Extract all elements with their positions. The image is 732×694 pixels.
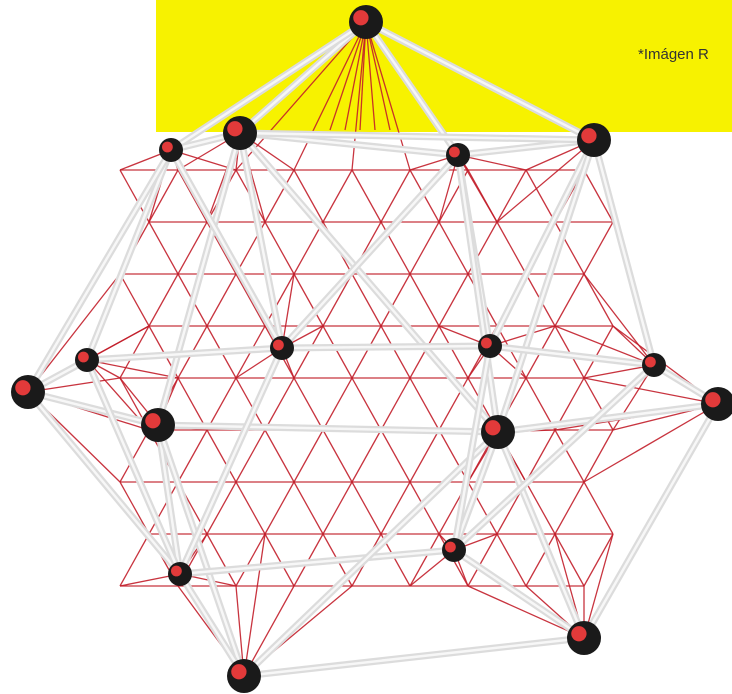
rope-segment (323, 326, 352, 378)
rope-segment (410, 430, 439, 482)
frame-strut-highlight (180, 348, 282, 574)
rope-segment (555, 274, 584, 326)
rope-segment (294, 482, 323, 534)
rope-segment (381, 378, 410, 430)
connector-ball (642, 353, 666, 377)
rope-segment (236, 274, 265, 326)
connector-ball (349, 5, 383, 39)
rope-segment (410, 222, 439, 274)
rope-segment (584, 534, 613, 586)
rope-segment (265, 378, 294, 430)
rope-segment (352, 482, 381, 534)
rope-segment (410, 378, 439, 430)
rope-segment (323, 170, 352, 222)
frame-strut-highlight (490, 140, 594, 346)
rope-segment (352, 378, 381, 430)
rope-segment (410, 534, 439, 586)
rope-segment (120, 534, 149, 586)
connector-ball (159, 138, 183, 162)
frame-strut-highlight (158, 133, 240, 425)
frame-strut-highlight (584, 404, 718, 638)
connector-ball (168, 562, 192, 586)
rope-segment (526, 170, 555, 222)
rope-segment (323, 430, 352, 482)
frame-strut-highlight (87, 150, 171, 360)
rope-segment (497, 170, 526, 222)
rope-segment (265, 482, 294, 534)
rope-segment (149, 274, 178, 326)
connector-ball (446, 143, 470, 167)
connector-ball (223, 116, 257, 150)
frame-strut-highlight (87, 348, 282, 360)
rope-segment (439, 222, 468, 274)
rope-segment (584, 274, 613, 326)
rope-segment (207, 378, 236, 430)
connector-ball (75, 348, 99, 372)
connector-ball (478, 334, 502, 358)
rope-segment (294, 430, 323, 482)
connector-ball (270, 336, 294, 360)
connector-ball (227, 659, 261, 693)
connector-ball (481, 415, 515, 449)
rope-segment (352, 326, 381, 378)
rope-segment (439, 378, 468, 430)
rope-segment (584, 326, 613, 378)
rope-segment (265, 534, 294, 586)
frame-strut-highlight (244, 638, 584, 676)
rope-segment (236, 482, 265, 534)
rope-segment (323, 378, 352, 430)
frame-strut-highlight (498, 140, 594, 432)
rope-segment (294, 378, 323, 430)
connector-ball (141, 408, 175, 442)
rope-segment (352, 430, 381, 482)
rope-segment (294, 222, 323, 274)
connector-ball (11, 375, 45, 409)
rope-segment (497, 222, 526, 274)
connector-ball (567, 621, 601, 655)
rope-segment (323, 482, 352, 534)
rope-segment (352, 170, 381, 222)
rope-segment (120, 274, 149, 326)
frame-strut-highlight (594, 140, 654, 365)
connector-ball (442, 538, 466, 562)
frame-strut-highlight (180, 550, 454, 574)
rope-segment (265, 430, 294, 482)
rope-segment (439, 274, 468, 326)
rope-segment (410, 274, 439, 326)
rope-segment (584, 482, 613, 534)
rope-segment (149, 222, 178, 274)
connector-ball (577, 123, 611, 157)
connector-ball (701, 387, 732, 421)
frame-strut-highlight (366, 22, 594, 140)
frame-strut-highlight (282, 155, 458, 348)
rope-segment (555, 482, 584, 534)
rope-segment (207, 274, 236, 326)
rope-segment (381, 430, 410, 482)
rope-segment (381, 326, 410, 378)
rope-segment (584, 222, 613, 274)
rope-segment (178, 430, 207, 482)
